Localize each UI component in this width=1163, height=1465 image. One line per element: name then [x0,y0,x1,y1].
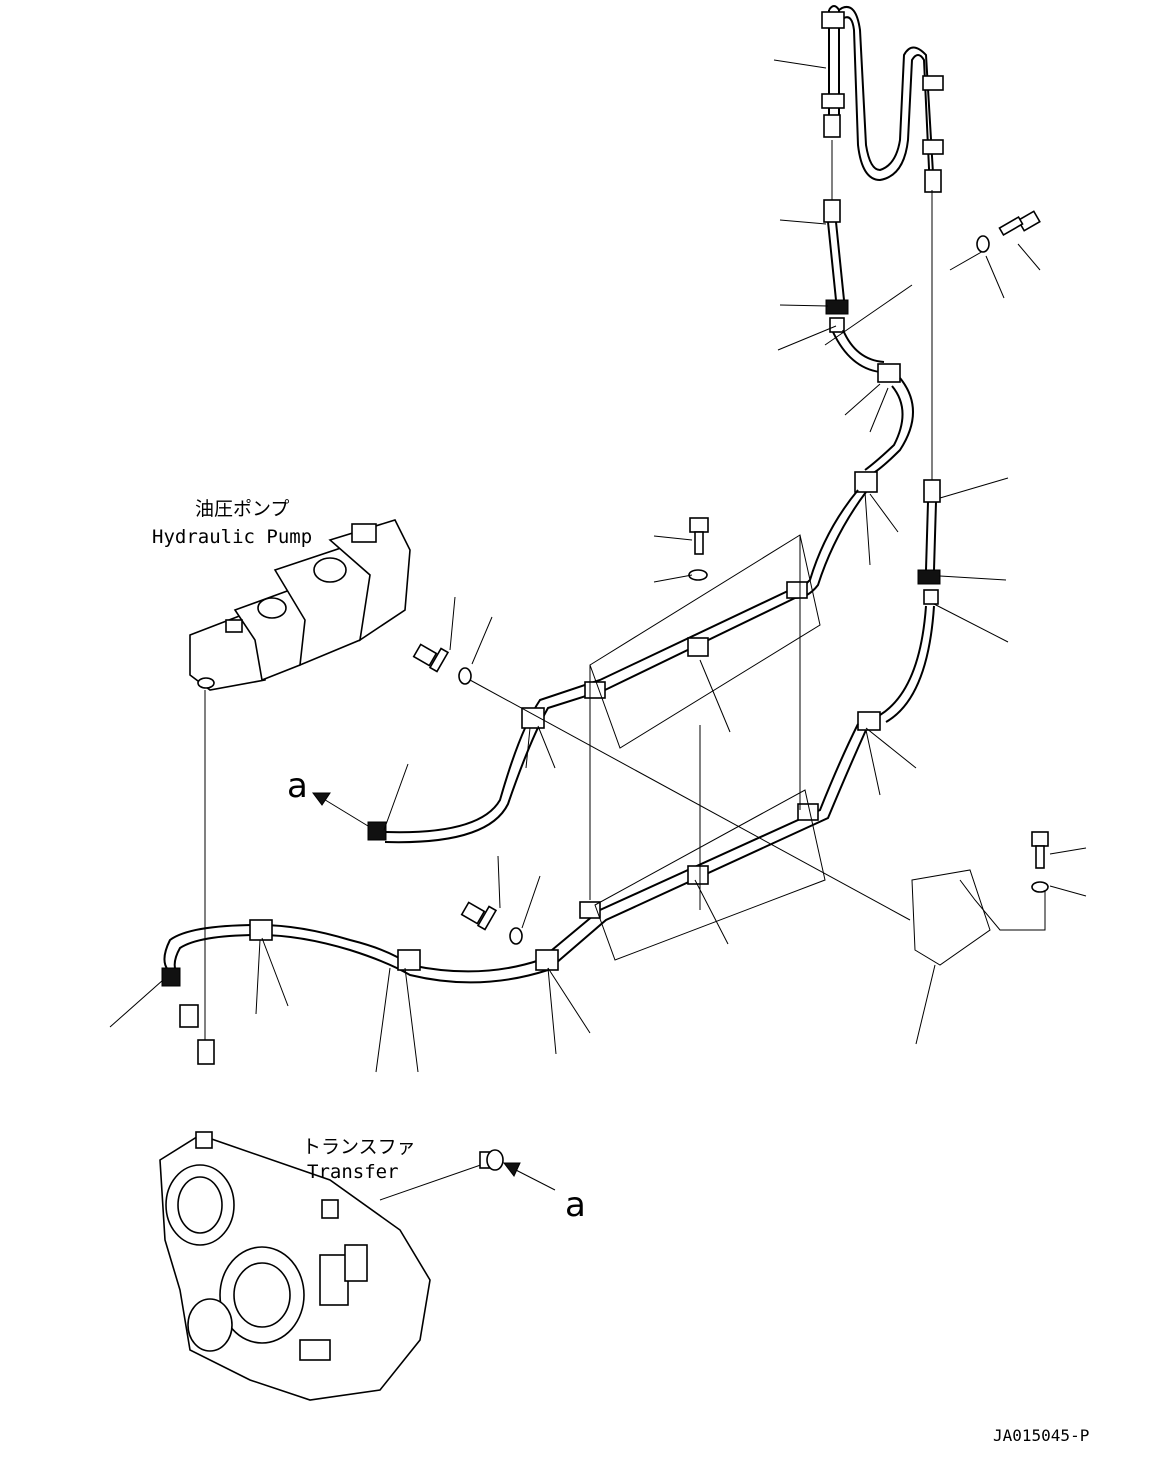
drawing-number: JA015045-P [993,1426,1089,1445]
leader-lines [109,59,1087,1201]
upper-tube-assembly [821,5,944,193]
bolts-and-washers [412,210,1049,945]
view-a-label-lower: a [565,1185,586,1225]
transfer-illustration [159,1131,431,1401]
transfer-elbow-fitting [479,1149,556,1191]
clamp-brackets [469,249,1046,966]
lower-hose [161,190,941,1065]
upper-hose [367,140,914,844]
hydraulic-pump-label-en: Hydraulic Pump [152,526,312,548]
transfer-label-en: Transfer [307,1161,399,1183]
transfer-label-jp: トランスファ [302,1136,416,1158]
view-a-label-upper: a [287,766,308,806]
arrow-a-upper [312,792,369,827]
hydraulic-pump-illustration [189,519,411,691]
hydraulic-pump-label-jp: 油圧ポンプ [195,498,289,520]
